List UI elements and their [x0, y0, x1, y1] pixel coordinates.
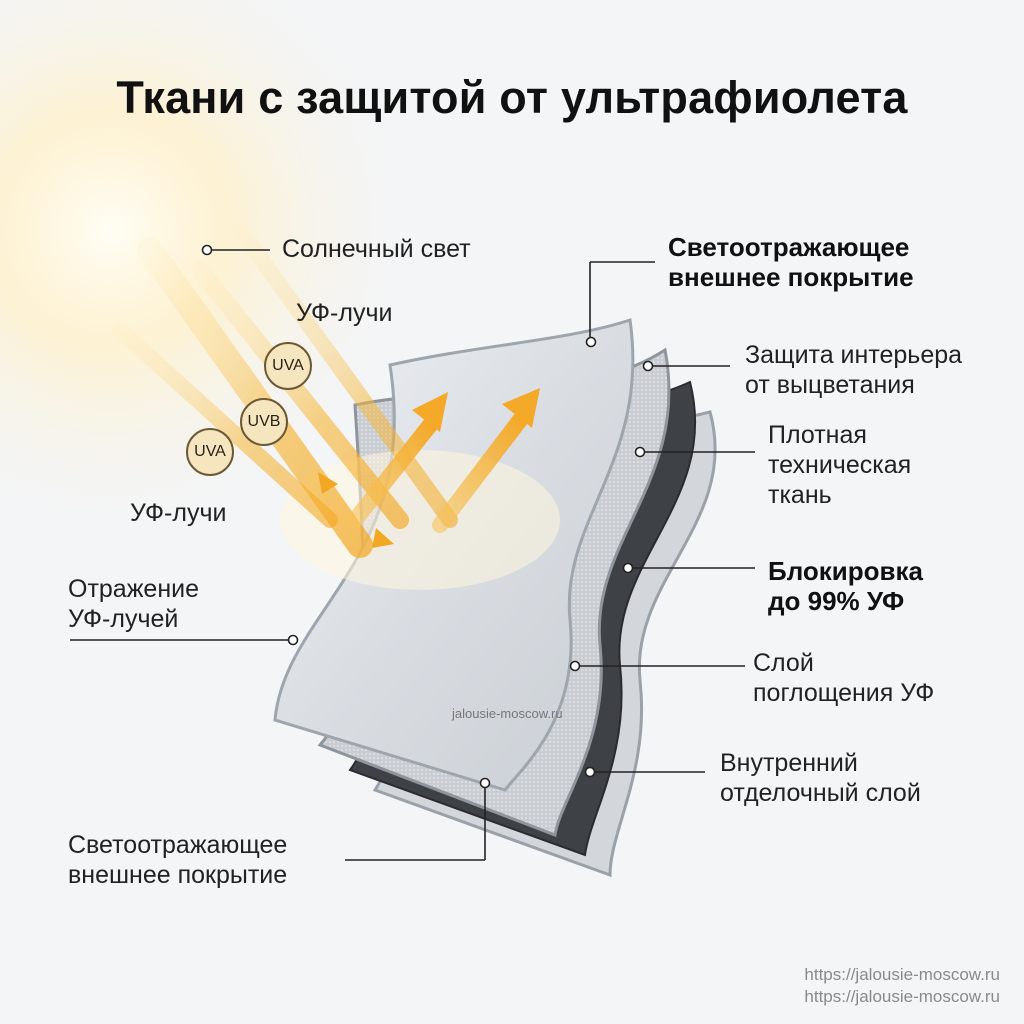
label-absorption-layer: Слой поглощения УФ — [753, 649, 935, 707]
leader-dots — [201, 244, 654, 789]
site-url: https://jalousie-moscow.ru — [804, 965, 1000, 984]
label-reflection: Отражение УФ-лучей — [68, 575, 200, 633]
label-uv-rays-bottom: УФ-лучи — [130, 499, 227, 527]
label-uv-rays-top: УФ-лучи — [296, 299, 393, 327]
label-interior-protection: Защита интерьера от выцветания — [745, 341, 963, 399]
uv-rays — [112, 222, 458, 558]
watermark: jalousie-moscow.ru — [452, 706, 563, 721]
label-coating-bottom: Светоотражающее внешнее покрытие — [68, 831, 288, 889]
uva-badge: UVA — [186, 428, 234, 476]
page-title: Ткани с защитой от ультрафиолета — [116, 72, 908, 123]
fabric-stack — [273, 318, 717, 878]
uva-badge: UVA — [264, 342, 312, 390]
site-url: https://jalousie-moscow.ru — [804, 987, 1000, 1006]
leader-lines — [70, 249, 755, 861]
label-inner-finish: Внутренний отделочный слой — [720, 749, 921, 807]
reflection-arrows — [347, 388, 540, 533]
label-sunlight: Солнечный свет — [282, 235, 471, 263]
label-technical-fabric: Плотная техническая ткань — [768, 421, 912, 509]
label-coating-top: Светоотражающее внешнее покрытие — [668, 232, 914, 292]
label-uv-blocking: Блокировка до 99% УФ — [768, 556, 923, 616]
uvb-badge: UVB — [240, 398, 288, 446]
